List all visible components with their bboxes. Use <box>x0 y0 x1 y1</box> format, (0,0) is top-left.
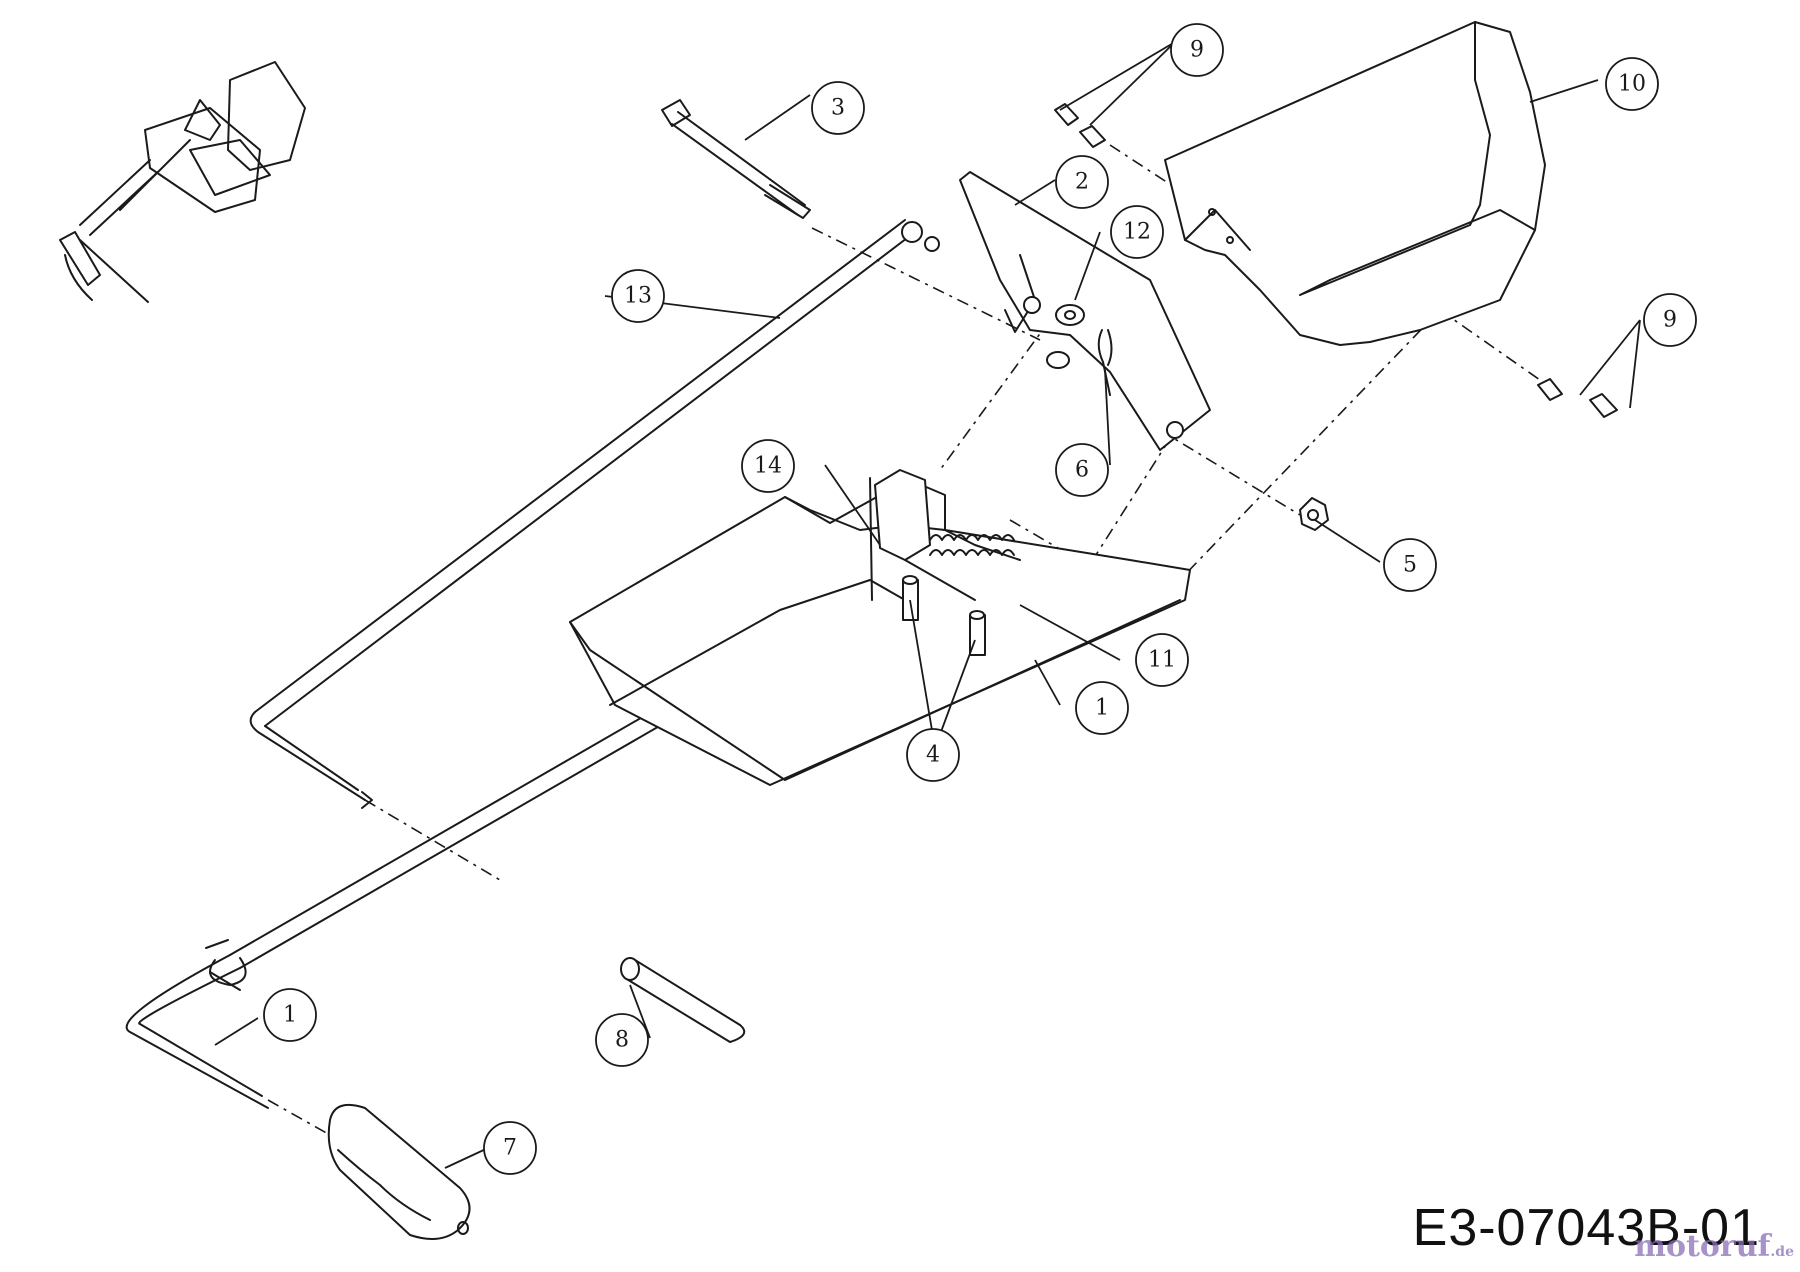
base-plate-part-1 <box>569 477 1191 786</box>
spring-part-11 <box>929 534 1015 556</box>
svg-text:9: 9 <box>1190 38 1204 63</box>
callout-7: 7 <box>483 1121 537 1175</box>
diagram-code: E3-07043B-01 <box>1412 1199 1760 1257</box>
svg-text:6: 6 <box>1075 458 1089 483</box>
watermark-name: motoruf <box>1634 1229 1771 1264</box>
svg-text:13: 13 <box>624 284 652 309</box>
callout-11: 11 <box>1135 633 1189 687</box>
svg-text:9: 9 <box>1663 308 1677 333</box>
bracket-part-2 <box>959 171 1211 451</box>
callout-1-rod: 1 <box>263 988 317 1042</box>
svg-text:5: 5 <box>1403 553 1417 578</box>
svg-text:4: 4 <box>926 743 940 768</box>
svg-text:7: 7 <box>503 1136 517 1161</box>
svg-text:10: 10 <box>1618 72 1646 97</box>
svg-text:14: 14 <box>754 454 782 479</box>
nut-part-5 <box>1299 497 1329 531</box>
callout-2: 2 <box>1055 155 1109 209</box>
spring-bracket-part-14 <box>874 469 976 601</box>
watermark-tld: .de <box>1770 1244 1794 1260</box>
callout-10: 10 <box>1605 57 1659 111</box>
svg-text:3: 3 <box>831 96 845 121</box>
svg-text:1: 1 <box>1095 696 1109 721</box>
watermark-logo: motoruf.de <box>1634 1229 1794 1264</box>
rivets-part-9-upper <box>1054 103 1106 148</box>
callout-6: 6 <box>1055 443 1109 497</box>
callout-5: 5 <box>1383 538 1437 592</box>
callout-14: 14 <box>741 439 795 493</box>
deflector-cover-part-10 <box>1164 21 1546 346</box>
callout-13: 13 <box>611 269 665 323</box>
callout-3: 3 <box>811 81 865 135</box>
callout-4: 4 <box>906 728 960 782</box>
cotter-pin-part-6 <box>1097 329 1113 396</box>
svg-text:8: 8 <box>615 1028 629 1053</box>
washer-part-12 <box>1046 304 1085 369</box>
svg-text:11: 11 <box>1148 648 1176 673</box>
overview-thumbnail <box>59 61 306 303</box>
bolt-part-3 <box>661 99 811 219</box>
callout-9-upper: 9 <box>1170 23 1224 77</box>
svg-text:12: 12 <box>1123 220 1151 245</box>
callout-8: 8 <box>595 1013 649 1067</box>
pin-part-8 <box>620 957 746 1043</box>
callout-1-plate: 1 <box>1075 681 1129 735</box>
svg-text:1: 1 <box>283 1003 297 1028</box>
callout-9-lower: 9 <box>1643 293 1697 347</box>
grip-part-7 <box>327 1104 471 1240</box>
svg-text:2: 2 <box>1075 170 1089 195</box>
rod-part-13 <box>249 219 940 809</box>
rivets-part-9-lower <box>1537 378 1618 418</box>
callout-12: 12 <box>1110 205 1164 259</box>
